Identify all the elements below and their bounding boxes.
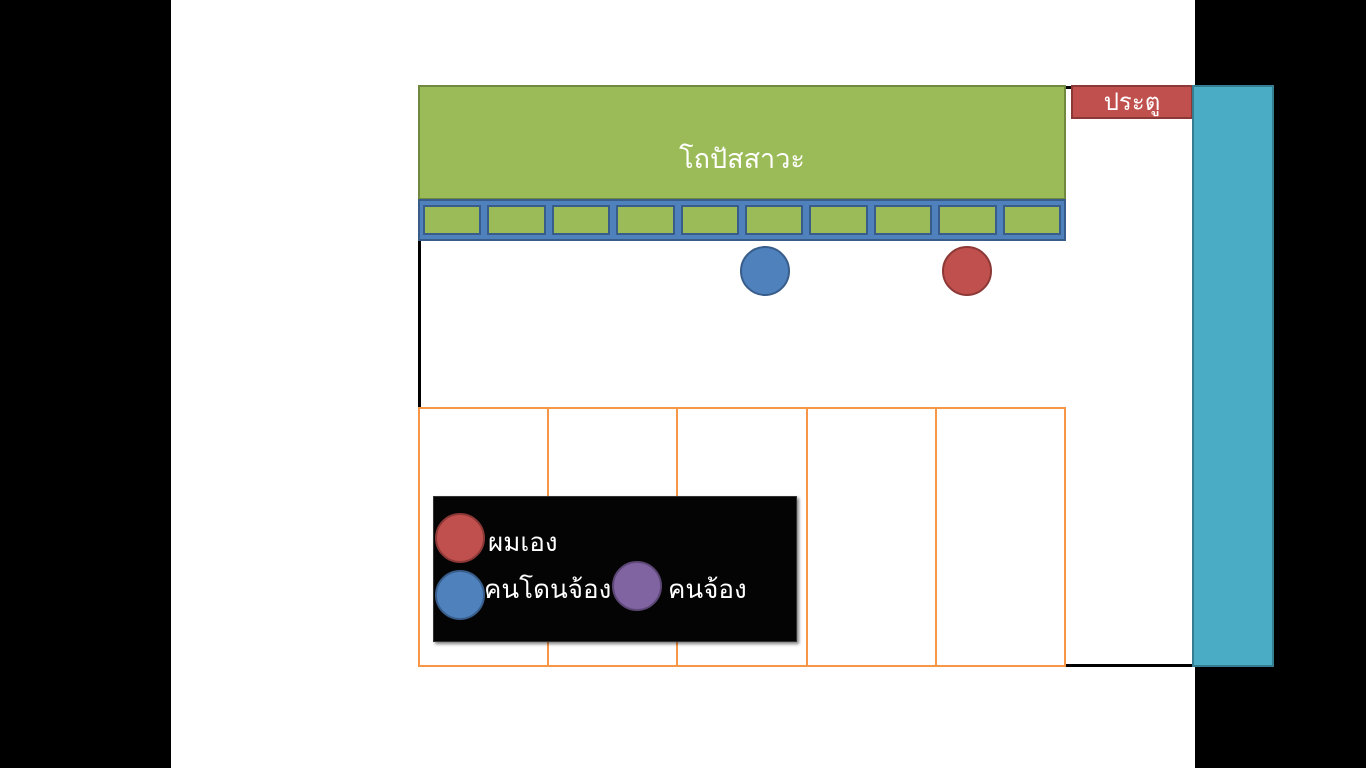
urinal-2 — [487, 205, 546, 235]
urinal-10 — [1002, 205, 1062, 235]
urinal-1 — [423, 205, 482, 235]
stall-4 — [808, 409, 937, 665]
stall-3 — [678, 409, 808, 665]
legend-target-dot — [435, 570, 485, 620]
urinal-8 — [873, 205, 933, 235]
legend-peeper-label: คนจ้อง — [668, 575, 747, 605]
urinal-5 — [680, 205, 740, 235]
wall-bottom — [1064, 664, 1194, 667]
legend-me-label: ผมเอง — [488, 528, 558, 558]
urinal-7 — [809, 205, 868, 235]
urinal-6 — [745, 205, 804, 235]
urinal-area: โถปัสสาวะ — [418, 85, 1066, 200]
urinal-9 — [938, 205, 997, 235]
urinal-row — [418, 199, 1066, 241]
legend-me-dot — [435, 513, 485, 563]
legend-target-label: คนโดนจ้อง — [484, 575, 612, 605]
urinal-4 — [616, 205, 675, 235]
person-target-circle — [740, 246, 790, 296]
wall-top — [1064, 86, 1072, 89]
slide: โถปัสสาวะ ประตู ผมเอง คนโดนจ้อง คนจ้อง — [171, 0, 1274, 768]
legend-peeper-dot — [612, 561, 662, 611]
person-me-circle — [942, 246, 992, 296]
legend: ผมเอง คนโดนจ้อง คนจ้อง — [433, 496, 797, 642]
urinal-3 — [551, 205, 611, 235]
urinal-label: โถปัสสาวะ — [679, 144, 805, 175]
wall-left — [418, 86, 421, 408]
stall-5 — [937, 409, 1064, 665]
door: ประตู — [1071, 85, 1193, 119]
corridor-wall — [1192, 85, 1274, 667]
